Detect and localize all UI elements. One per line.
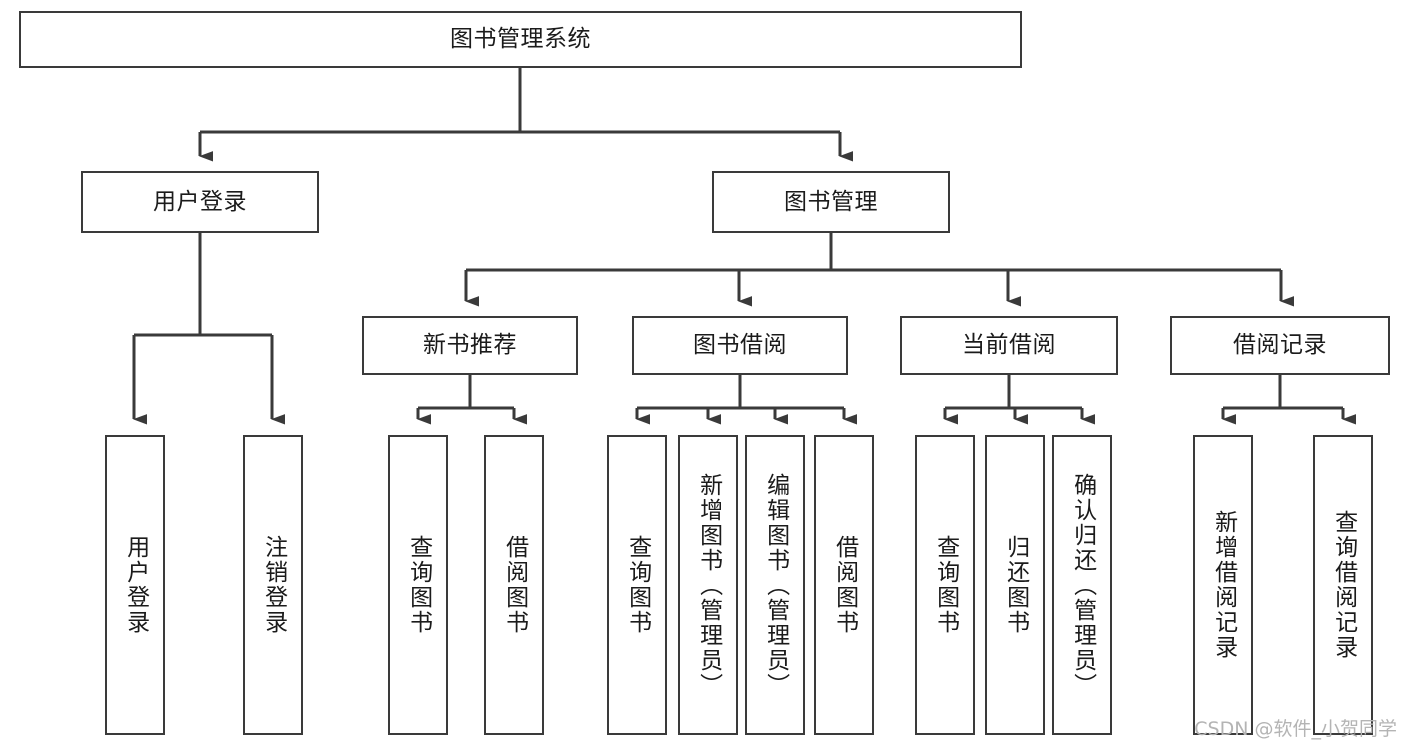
node-user-login-label: 用户登录 bbox=[153, 188, 247, 215]
node-leaf-query-book-3[interactable]: 查询图书 bbox=[915, 435, 975, 735]
node-leaf-query-book-1[interactable]: 查询图书 bbox=[388, 435, 448, 735]
node-leaf-query-record[interactable]: 查询借阅记录 bbox=[1313, 435, 1373, 735]
node-leaf-add-book[interactable]: 新增图书（管理员） bbox=[678, 435, 738, 735]
node-leaf-add-record[interactable]: 新增借阅记录 bbox=[1193, 435, 1253, 735]
node-user-login[interactable]: 用户登录 bbox=[81, 171, 319, 233]
node-leaf-confirm-return[interactable]: 确认归还（管理员） bbox=[1052, 435, 1112, 735]
node-leaf-edit-book[interactable]: 编辑图书（管理员） bbox=[745, 435, 805, 735]
node-current-borrow-label: 当前借阅 bbox=[962, 332, 1056, 359]
node-new-book-rec-label: 新书推荐 bbox=[423, 332, 517, 359]
watermark-text: CSDN @软件_小贺同学 bbox=[1194, 718, 1397, 740]
node-leaf-user-logout[interactable]: 注销登录 bbox=[243, 435, 303, 735]
node-leaf-query-record-label: 查询借阅记录 bbox=[1330, 510, 1357, 660]
node-leaf-query-book-1-label: 查询图书 bbox=[405, 535, 432, 635]
node-leaf-borrow-book-2-label: 借阅图书 bbox=[831, 535, 858, 635]
node-leaf-query-book-2[interactable]: 查询图书 bbox=[607, 435, 667, 735]
node-leaf-add-record-label: 新增借阅记录 bbox=[1210, 510, 1237, 660]
node-leaf-query-book-2-label: 查询图书 bbox=[624, 535, 651, 635]
node-leaf-user-login-label: 用户登录 bbox=[122, 535, 149, 635]
node-leaf-edit-book-label: 编辑图书（管理员） bbox=[762, 472, 789, 698]
node-book-manage[interactable]: 图书管理 bbox=[712, 171, 950, 233]
node-leaf-user-login[interactable]: 用户登录 bbox=[105, 435, 165, 735]
node-root[interactable]: 图书管理系统 bbox=[19, 11, 1022, 68]
node-book-borrow-label: 图书借阅 bbox=[693, 332, 787, 359]
node-borrow-record[interactable]: 借阅记录 bbox=[1170, 316, 1390, 375]
node-leaf-query-book-3-label: 查询图书 bbox=[932, 535, 959, 635]
node-leaf-add-book-label: 新增图书（管理员） bbox=[695, 472, 722, 698]
node-leaf-return-book[interactable]: 归还图书 bbox=[985, 435, 1045, 735]
node-book-manage-label: 图书管理 bbox=[784, 188, 878, 215]
node-leaf-borrow-book-1-label: 借阅图书 bbox=[501, 535, 528, 635]
node-borrow-record-label: 借阅记录 bbox=[1233, 332, 1327, 359]
node-book-borrow[interactable]: 图书借阅 bbox=[632, 316, 848, 375]
node-root-label: 图书管理系统 bbox=[450, 26, 591, 53]
node-new-book-rec[interactable]: 新书推荐 bbox=[362, 316, 578, 375]
node-leaf-return-book-label: 归还图书 bbox=[1002, 535, 1029, 635]
node-leaf-borrow-book-1[interactable]: 借阅图书 bbox=[484, 435, 544, 735]
node-leaf-confirm-return-label: 确认归还（管理员） bbox=[1069, 472, 1096, 698]
node-current-borrow[interactable]: 当前借阅 bbox=[900, 316, 1118, 375]
node-leaf-user-logout-label: 注销登录 bbox=[260, 535, 287, 635]
node-leaf-borrow-book-2[interactable]: 借阅图书 bbox=[814, 435, 874, 735]
